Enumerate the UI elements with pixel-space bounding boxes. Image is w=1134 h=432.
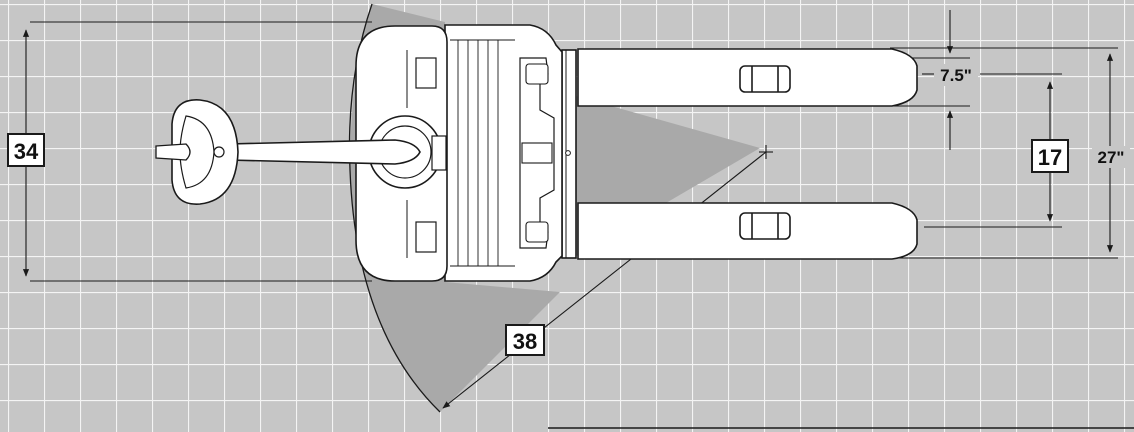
tiller-grip: [155, 143, 191, 161]
fork-spread-value: 17: [1038, 145, 1062, 170]
label-fork-spread: 17: [1031, 139, 1069, 173]
overall-length-value: 34: [14, 139, 39, 164]
turning-radius-arrow: [442, 151, 767, 409]
chassis-ribs: [450, 39, 515, 267]
vent-bottom: [415, 221, 437, 253]
overall-width-value: 27": [1098, 148, 1125, 167]
label-turning-radius: 38: [505, 324, 545, 356]
overall-width-label-bg: [1092, 146, 1130, 168]
fork-width-value: 7.5": [940, 66, 972, 85]
turning-radius-value: 38: [513, 329, 537, 354]
tiller-arm: [227, 139, 421, 165]
load-wheel-bottom: [739, 212, 791, 240]
load-wheel-top: [739, 65, 791, 93]
label-overall-length: 34: [7, 133, 45, 167]
pallet-truck: [155, 24, 918, 282]
fork-width-label-bg: [934, 64, 978, 86]
vent-top: [415, 57, 437, 89]
